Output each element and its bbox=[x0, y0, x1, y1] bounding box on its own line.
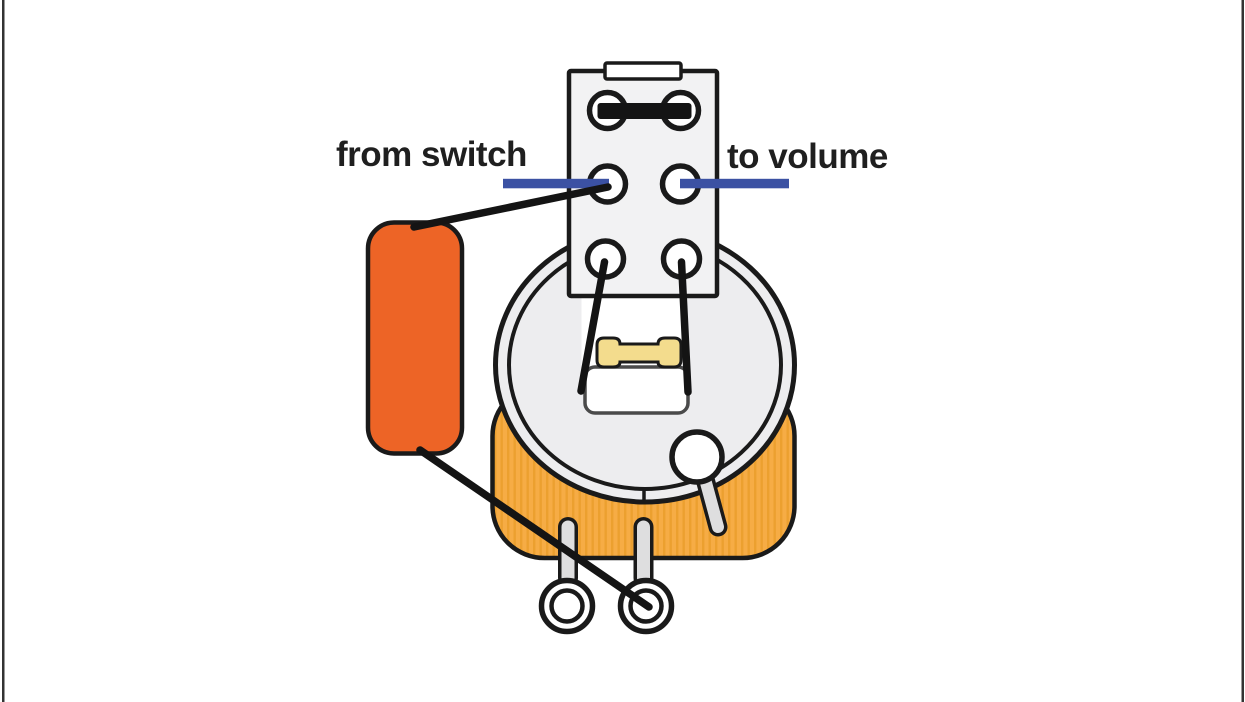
wire-switch-right-to-wiper bbox=[677, 258, 692, 396]
ring-terminal-left-inner bbox=[549, 588, 585, 624]
wire-blue-from-switch bbox=[503, 178, 609, 189]
right-edge-border bbox=[1241, 0, 1244, 702]
shaft-stem-metal bbox=[699, 473, 724, 533]
slide-switch bbox=[566, 61, 720, 299]
switch-jumper-bar bbox=[597, 103, 692, 119]
potentiometer bbox=[490, 225, 797, 635]
wire-capacitor-to-ground bbox=[416, 446, 653, 611]
capacitor-body bbox=[365, 220, 465, 456]
wire-blue-to-volume bbox=[680, 178, 789, 189]
left-edge-border bbox=[2, 0, 5, 702]
shaft-ring bbox=[669, 429, 725, 485]
ring-terminal-left bbox=[538, 577, 596, 635]
wire-switch-left-to-wiper bbox=[577, 258, 609, 395]
switch-tab bbox=[603, 61, 683, 81]
wiper-housing bbox=[583, 365, 690, 415]
resistor-element bbox=[595, 336, 683, 369]
label-from-switch: from switch bbox=[336, 135, 527, 174]
wire-capacitor-to-switch bbox=[410, 183, 612, 231]
shaft-lug bbox=[669, 429, 728, 537]
label-to-volume: to volume bbox=[727, 137, 888, 176]
